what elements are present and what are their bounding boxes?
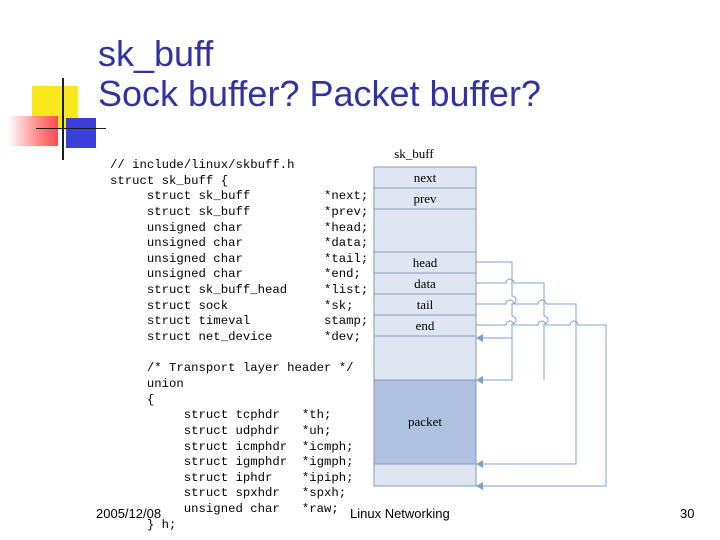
code-line: union	[110, 376, 184, 391]
field-label-head: head	[413, 255, 438, 270]
tail-pointer-line	[476, 299, 577, 465]
packet-label: packet	[408, 414, 442, 429]
footer-date: 2005/12/08	[96, 506, 162, 521]
decor-red-square	[8, 116, 58, 146]
struct-spacer-box	[373, 208, 477, 253]
code-line: unsigned char *end;	[110, 267, 361, 282]
footer-title: Linux Networking	[350, 506, 450, 521]
field-label-tail: tail	[417, 297, 434, 312]
decor-vertical-line	[62, 78, 64, 160]
code-line: struct iphdr *ipiph;	[110, 470, 354, 485]
arrowhead-tail	[476, 460, 483, 468]
arrowhead-end	[476, 482, 483, 490]
tailroom-box	[373, 463, 477, 487]
code-line: } h;	[110, 517, 177, 532]
code-line: struct icmphdr *icmph;	[110, 439, 354, 454]
code-line: struct tcphdr *th;	[110, 408, 332, 423]
field-label-data: data	[414, 276, 436, 291]
page-number: 30	[680, 506, 695, 521]
field-label-end: end	[416, 318, 435, 333]
code-line: struct sk_buff_head *list;	[110, 283, 369, 298]
data-pointer-stub	[476, 278, 549, 380]
code-line: struct sk_buff *prev;	[110, 204, 369, 219]
arrowhead-head	[476, 334, 483, 342]
end-pointer-line	[476, 320, 607, 487]
code-line: struct sock *sk;	[110, 298, 354, 313]
code-line: struct udphdr *uh;	[110, 423, 332, 438]
code-line: /* Transport layer header */	[110, 361, 354, 376]
code-line: unsigned char *data;	[110, 236, 369, 251]
headroom-box	[373, 335, 477, 381]
field-label-next: next	[414, 170, 437, 185]
field-label-prev: prev	[413, 191, 437, 206]
decor-horizontal-line	[36, 128, 106, 129]
diagram-label: sk_buff	[394, 146, 434, 161]
arrowhead-data	[476, 376, 483, 384]
code-line: struct sk_buff {	[110, 173, 229, 188]
code-line: struct igmphdr *igmph;	[110, 455, 354, 470]
decor-blue-square	[66, 118, 96, 148]
code-line: struct sk_buff *next;	[110, 189, 369, 204]
code-line: struct net_device *dev;	[110, 330, 361, 345]
slide-title: sk_buff Sock buffer? Packet buffer?	[98, 34, 541, 114]
code-line: unsigned char *raw;	[110, 502, 339, 517]
slide-title-line1: sk_buff	[98, 33, 214, 74]
code-line: struct spxhdr *spxh;	[110, 486, 347, 501]
code-line: unsigned char *head;	[110, 220, 369, 235]
code-line: {	[110, 392, 155, 407]
code-line: unsigned char *tail;	[110, 251, 369, 266]
code-line: struct timeval stamp;	[110, 314, 369, 329]
code-line: // include/linux/skbuff.h	[110, 158, 295, 172]
slide-title-line2: Sock buffer? Packet buffer?	[98, 73, 541, 114]
